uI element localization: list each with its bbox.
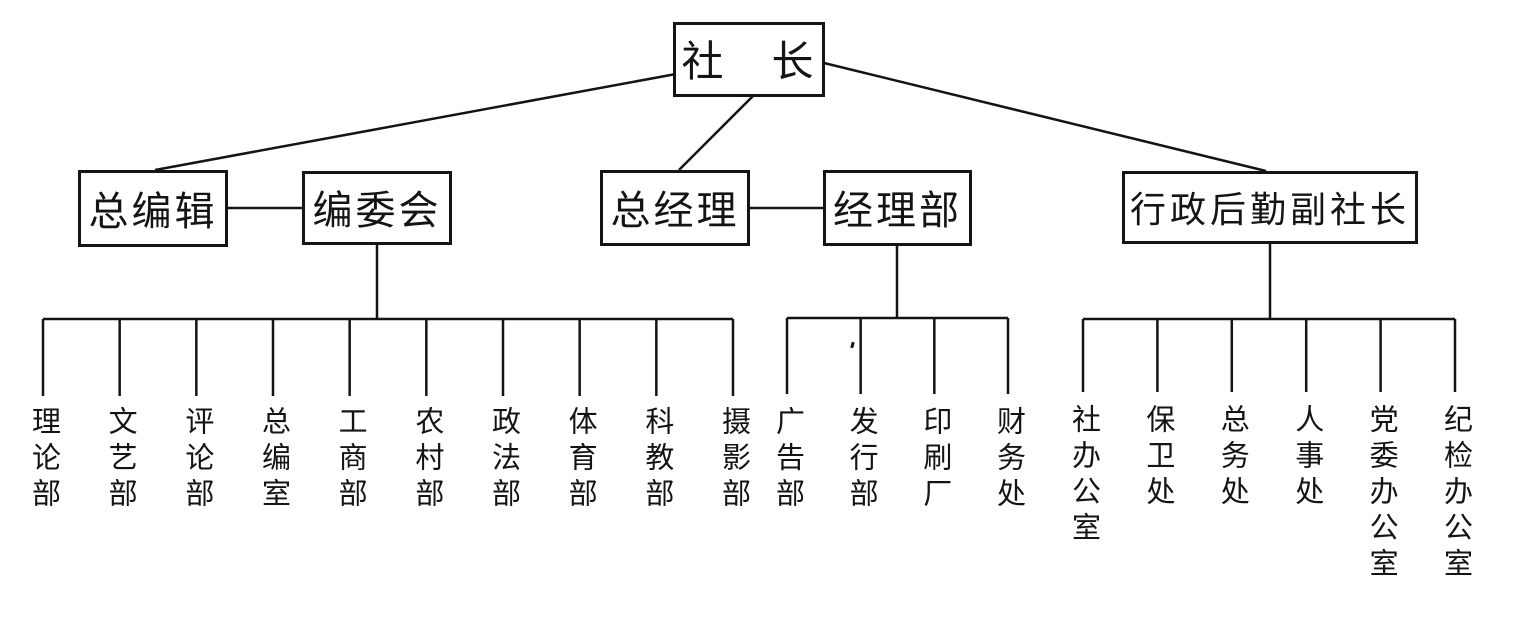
node-president-label: 社 长 <box>681 40 817 86</box>
node-admin-vp-label: 行政后勤副社长 <box>1129 189 1410 230</box>
leaf-label: 纪检办公室 <box>1439 404 1472 584</box>
leaf-label: 发行部 <box>845 406 878 514</box>
leaf-label: 文艺部 <box>104 406 137 514</box>
node-admin-vp: 行政后勤副社长 <box>1122 171 1418 244</box>
leaf-label: 财务处 <box>992 406 1025 514</box>
scan-speck <box>850 341 855 349</box>
leaf-label: 党委办公室 <box>1365 404 1398 584</box>
node-general-manager: 总经理 <box>600 170 750 246</box>
node-editor-in-chief-label: 总编辑 <box>88 188 218 234</box>
line-president-to-admin-vp <box>823 61 1267 173</box>
node-president: 社 长 <box>673 22 825 97</box>
line-president-to-general-manager <box>678 95 754 171</box>
node-manager-dept: 经理部 <box>823 170 972 246</box>
leaf-label: 保卫处 <box>1141 404 1174 512</box>
leaf-label: 科教部 <box>640 406 673 514</box>
leaf-label: 体育部 <box>564 406 597 514</box>
leaf-label: 总编室 <box>257 406 290 514</box>
leaf-label: 工商部 <box>334 406 367 514</box>
leaf-label: 理论部 <box>27 406 60 514</box>
leaf-label: 政法部 <box>487 406 520 514</box>
leaf-label: 广告部 <box>771 406 804 514</box>
leaf-label: 人事处 <box>1290 404 1323 512</box>
node-editorial-board: 编委会 <box>302 171 452 245</box>
leaf-label: 总务处 <box>1216 404 1249 512</box>
leaf-label: 农村部 <box>410 406 443 514</box>
leaf-label: 摄影部 <box>717 406 750 514</box>
leaf-label: 社办公室 <box>1067 404 1100 548</box>
node-general-manager-label: 总经理 <box>610 188 740 233</box>
node-manager-dept-label: 经理部 <box>833 188 962 233</box>
leaf-label: 评论部 <box>180 406 213 514</box>
line-president-to-editor-in-chief <box>154 72 677 172</box>
node-editorial-board-label: 编委会 <box>312 188 442 233</box>
leaf-label: 印刷厂 <box>918 406 951 514</box>
node-editor-in-chief: 总编辑 <box>78 170 228 247</box>
